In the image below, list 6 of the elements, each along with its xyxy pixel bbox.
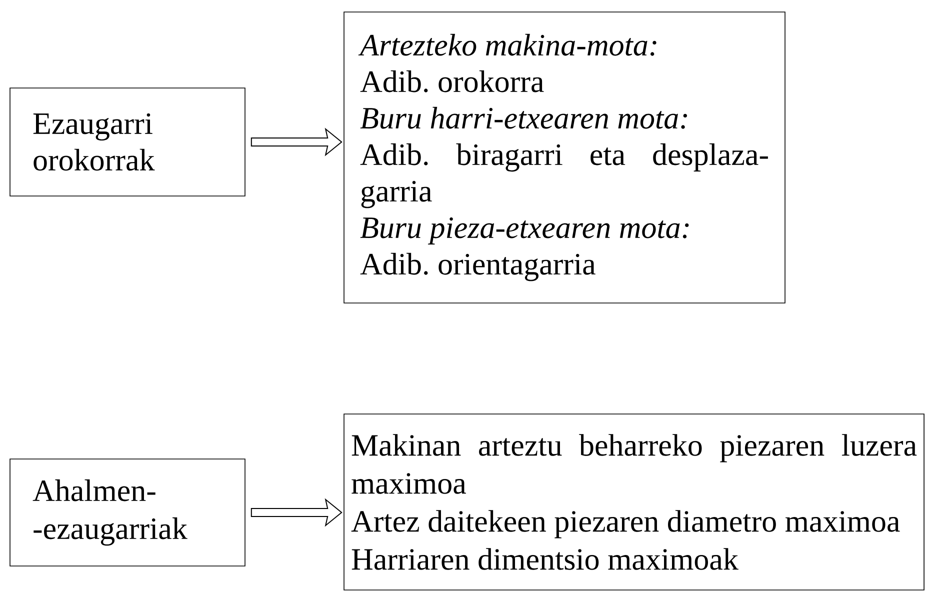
text-box: Makinan arteztu beharreko piezaren luzera maximoa Artez daitekeen piezaren diametro maximoa Harriaren dimentsio maximoak xyxy=(344,414,924,590)
text-box: Ahalmen- -ezaugarriak xyxy=(10,458,246,566)
arrow xyxy=(250,128,342,156)
text-box: Artezteko makina-mota: Adib. orokorra Buru harri-etxearen mota: Adib. biragarri eta desplaza-garria Buru pieza-etxearen mota: Adib. orientagarria xyxy=(344,12,786,304)
arrow xyxy=(250,498,342,527)
text-box: Ezaugarri orokorrak xyxy=(10,88,246,196)
